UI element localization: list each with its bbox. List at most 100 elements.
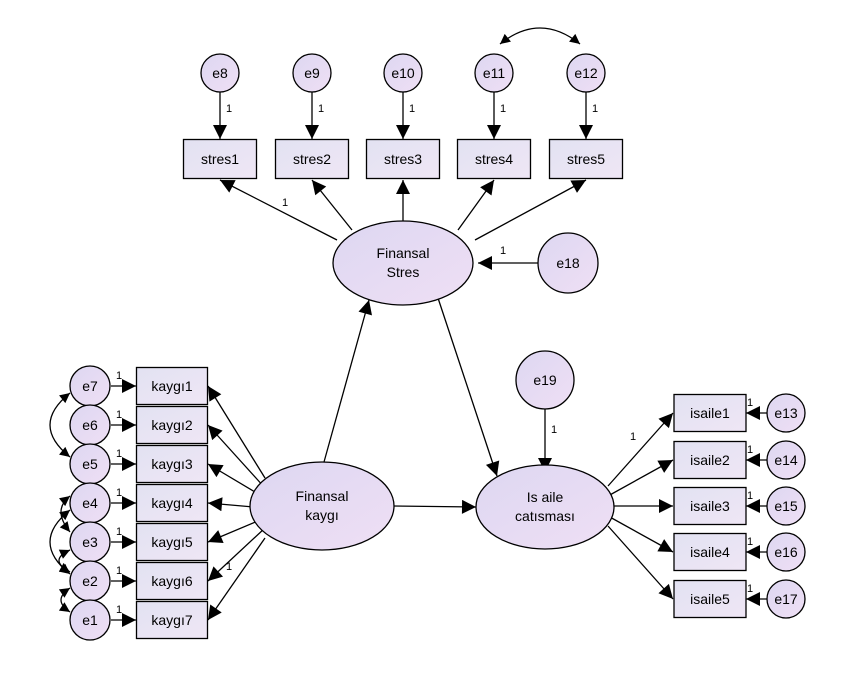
observed-kaygi7-label: kaygı7 bbox=[151, 612, 192, 628]
observed-isaile5-label: isaile5 bbox=[690, 591, 730, 607]
error-e9 bbox=[292, 53, 332, 93]
observed-kaygi2-label: kaygı2 bbox=[151, 417, 192, 433]
error-e11 bbox=[474, 53, 514, 93]
observed-isaile5 bbox=[673, 579, 747, 619]
fixed-loading-label: 1 bbox=[226, 561, 232, 573]
error-e12 bbox=[566, 53, 606, 93]
observed-stres1-label: stres1 bbox=[201, 151, 239, 167]
error-e5-label: e5 bbox=[82, 456, 98, 472]
fixed-loading-label: 1 bbox=[226, 103, 232, 115]
observed-stres5 bbox=[548, 138, 624, 180]
covariance-arrow-e7-e5 bbox=[49, 392, 71, 458]
latent-is-aile-catismasi bbox=[475, 464, 615, 550]
factor-loading-arrow bbox=[607, 525, 674, 600]
factor-loading-arrow bbox=[607, 459, 674, 497]
fixed-loading-label: 1 bbox=[630, 431, 636, 443]
fixed-loading-label: 1 bbox=[116, 487, 122, 499]
error-e1-label: e1 bbox=[82, 612, 98, 628]
structural-path-kaygi-to-isaile bbox=[392, 499, 477, 514]
factor-loading-arrow bbox=[219, 179, 338, 241]
fixed-loading-label: 1 bbox=[116, 370, 122, 382]
error-e7-label: e7 bbox=[82, 378, 98, 394]
error-e16-label: e16 bbox=[774, 544, 798, 560]
latent-finansal-stres-label-2: Stres bbox=[387, 264, 420, 280]
covariance-arrow-e3-e2 bbox=[58, 549, 71, 573]
error-e8-label: e8 bbox=[212, 65, 228, 81]
disturbance-e19-label: e19 bbox=[533, 372, 557, 388]
fixed-loading-label: 1 bbox=[282, 197, 288, 209]
error-e14-label: e14 bbox=[774, 452, 798, 468]
observed-kaygi3-label: kaygı3 bbox=[151, 456, 192, 472]
observed-stres3-label: stres3 bbox=[384, 151, 422, 167]
factor-loading-arrow bbox=[207, 385, 266, 479]
factor-loading-arrow bbox=[457, 179, 495, 231]
error-e2-label: e2 bbox=[82, 573, 98, 589]
error-e17-label: e17 bbox=[774, 591, 798, 607]
observed-isaile3-label: isaile3 bbox=[690, 498, 730, 514]
latent-is-aile-catismasi-label-1: Is aile bbox=[527, 489, 564, 505]
observed-kaygi7 bbox=[135, 600, 209, 640]
factor-loading-arrow bbox=[607, 412, 674, 487]
fixed-loading-label: 1 bbox=[500, 103, 506, 115]
observed-stres2 bbox=[274, 138, 350, 180]
covariance-arrow-e4-e3 bbox=[59, 495, 71, 533]
error-e10 bbox=[383, 53, 423, 93]
fixed-loading-label: 1 bbox=[116, 526, 122, 538]
disturbance-e18 bbox=[537, 232, 599, 294]
factor-loading-arrow bbox=[474, 179, 587, 241]
latent-finansal-kaygi-label-2: kaygı bbox=[305, 507, 338, 523]
latent-finansal-kaygi bbox=[249, 461, 395, 551]
covariance-arrow-e2-e1 bbox=[58, 587, 71, 613]
fixed-loading-label: 1 bbox=[116, 448, 122, 460]
fixed-loading-label: 1 bbox=[747, 397, 753, 409]
factor-loading-arrow bbox=[207, 527, 266, 582]
observed-isaile4-label: isaile4 bbox=[690, 544, 730, 560]
error-e4-label: e4 bbox=[82, 495, 98, 511]
factor-loading-arrow bbox=[207, 537, 266, 621]
observed-stres1 bbox=[182, 138, 258, 180]
observed-kaygi4 bbox=[135, 483, 209, 523]
observed-isaile3 bbox=[673, 486, 747, 526]
observed-kaygi4-label: kaygı4 bbox=[151, 495, 192, 511]
error-e15-label: e15 bbox=[774, 498, 798, 514]
structural-path-stres-to-isaile bbox=[436, 294, 500, 477]
fixed-loading-label: 1 bbox=[116, 409, 122, 421]
latent-finansal-stres bbox=[332, 220, 474, 306]
observed-stres3 bbox=[365, 138, 441, 180]
fixed-loading-label: 1 bbox=[592, 103, 598, 115]
observed-isaile4 bbox=[673, 532, 747, 572]
fixed-loading-label: 1 bbox=[747, 444, 753, 456]
observed-kaygi2 bbox=[135, 405, 209, 445]
latent-is-aile-catismasi-label-2: catısması bbox=[515, 508, 575, 524]
fixed-loading-label: 1 bbox=[747, 536, 753, 548]
error-e9-label: e9 bbox=[304, 65, 320, 81]
error-e17 bbox=[766, 579, 806, 619]
error-e13 bbox=[766, 393, 806, 433]
latent-finansal-kaygi-label-1: Finansal bbox=[296, 488, 349, 504]
latent-finansal-stres-label-1: Finansal bbox=[377, 245, 430, 261]
fixed-loading-label: 1 bbox=[551, 424, 557, 436]
fixed-loading-label: 1 bbox=[747, 490, 753, 502]
error-e1 bbox=[69, 599, 111, 641]
fixed-loading-label: 1 bbox=[747, 583, 753, 595]
observed-isaile2 bbox=[673, 440, 747, 480]
error-e13-label: e13 bbox=[774, 405, 798, 421]
observed-stres4-label: stres4 bbox=[475, 151, 513, 167]
fixed-loading-label: 1 bbox=[409, 103, 415, 115]
observed-isaile1-label: isaile1 bbox=[690, 405, 730, 421]
error-e10-label: e10 bbox=[391, 65, 415, 81]
error-e15 bbox=[766, 486, 806, 526]
error-e12-label: e12 bbox=[574, 65, 598, 81]
observed-kaygi1 bbox=[135, 366, 209, 406]
error-e14 bbox=[766, 440, 806, 480]
error-e6-label: e6 bbox=[82, 417, 98, 433]
fixed-loading-label: 1 bbox=[500, 245, 506, 257]
observed-stres4 bbox=[456, 138, 532, 180]
observed-stres2-label: stres2 bbox=[293, 151, 331, 167]
observed-stres5-label: stres5 bbox=[567, 151, 605, 167]
fixed-loading-label: 1 bbox=[116, 565, 122, 577]
factor-loading-arrow bbox=[607, 515, 674, 553]
